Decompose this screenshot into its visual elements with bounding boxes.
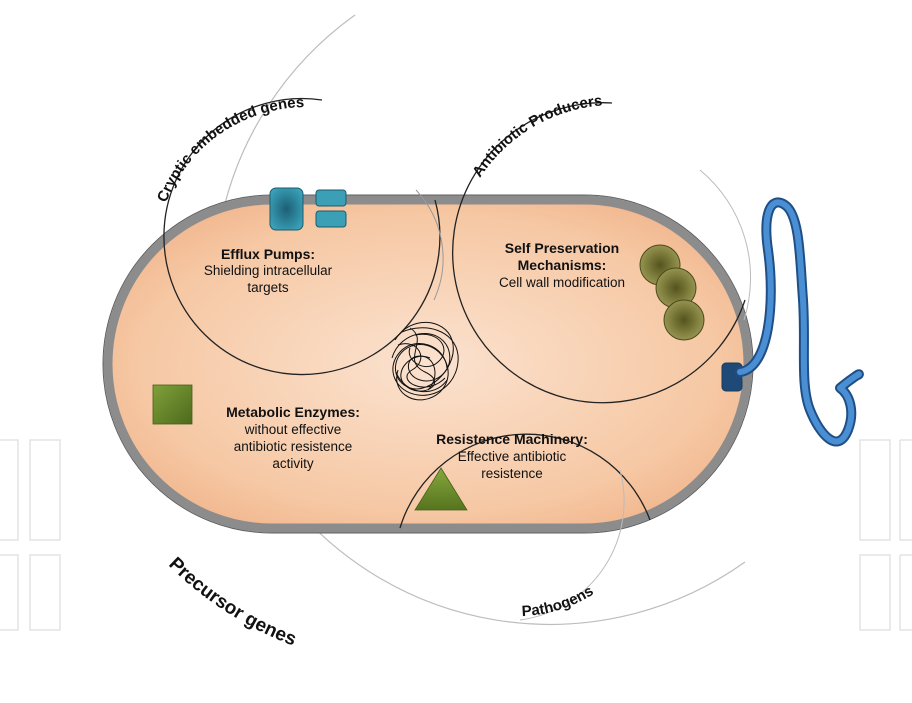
resistence-title: Resistence Machinery: <box>436 431 588 447</box>
self-preservation-line1: Cell wall modification <box>499 275 625 290</box>
green-triangle-icon <box>414 467 468 511</box>
self-preservation-title1: Self Preservation <box>505 240 619 256</box>
precursor-genes-label: Precursor genes <box>164 553 299 650</box>
metabolic-line1: without effective <box>244 422 342 437</box>
producers-circle <box>452 102 746 404</box>
producers-circle-tail <box>699 169 751 321</box>
resistence-line2: resistence <box>481 466 543 481</box>
self-preservation-title2: Mechanisms: <box>518 257 607 273</box>
flagellum-icon <box>721 197 864 447</box>
pathogens-circle <box>399 433 651 529</box>
metabolic-title: Metabolic Enzymes: <box>226 404 360 420</box>
metabolic-line3: activity <box>272 456 314 471</box>
efflux-title: Efflux Pumps: <box>221 246 315 262</box>
metabolic-line2: antibiotic resistence <box>234 439 353 454</box>
efflux-pump-icon <box>269 187 347 231</box>
dna-tangle-icon <box>391 321 459 401</box>
cryptic-genes-circle-end <box>415 189 444 301</box>
cell-wall-disc-icon <box>639 244 705 341</box>
efflux-line2: targets <box>247 280 289 295</box>
green-square-icon <box>152 384 193 425</box>
background-frame-marks <box>0 439 912 631</box>
cryptic-genes-circle <box>163 97 441 376</box>
pathogens-label: Pathogens <box>521 582 596 620</box>
resistence-line1: Effective antibiotic <box>458 449 567 464</box>
antibiotic-producers-label: Antibiotic Producers <box>469 92 603 180</box>
pathogens-circle-tail <box>519 469 625 621</box>
efflux-line1: Shielding intracellular <box>204 263 333 278</box>
